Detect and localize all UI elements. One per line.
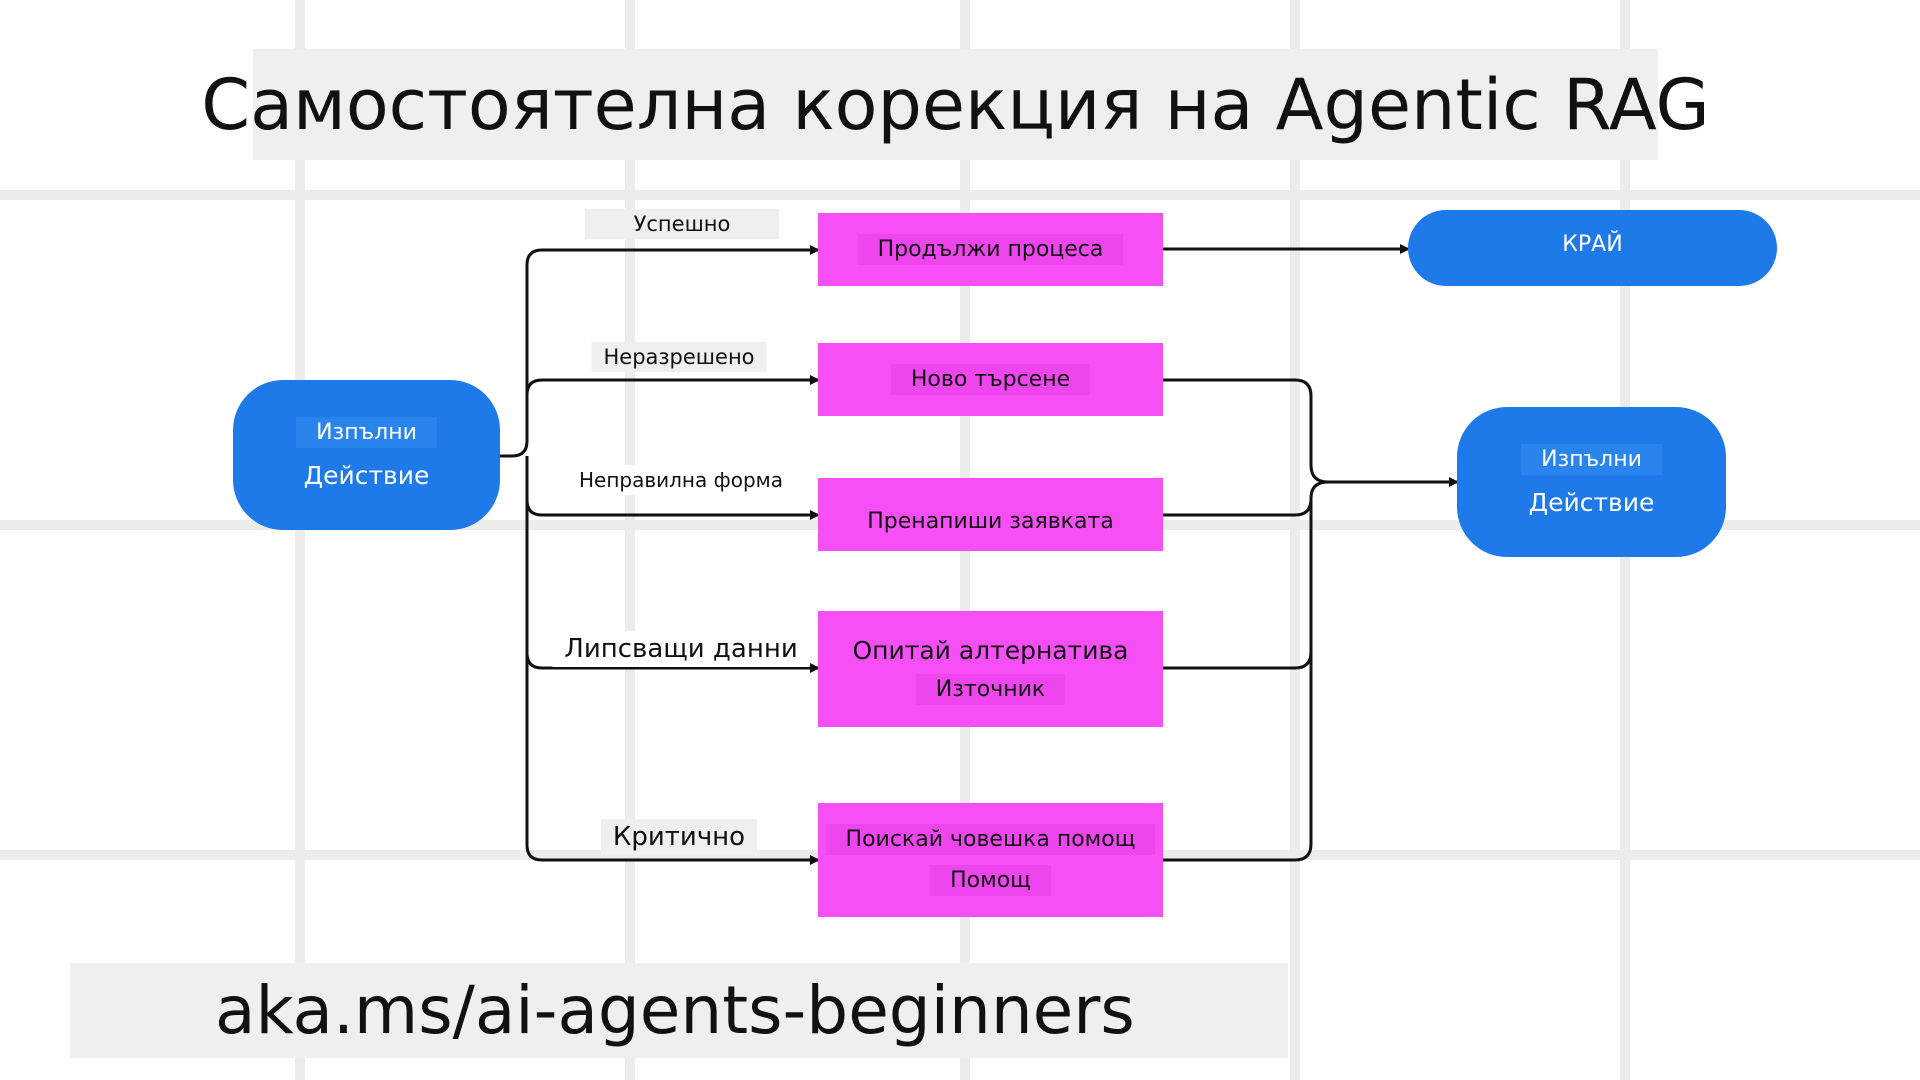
edge-label-success: Успешно	[585, 209, 779, 239]
rewrite-query-node: Пренапиши заявката	[818, 478, 1163, 551]
new-search-node: Ново търсене	[818, 343, 1163, 416]
edge-label-missing-data: Липсващи данни	[552, 631, 810, 667]
retry-node-label-2: Действие	[1528, 488, 1655, 517]
footer-link-text: aka.ms/ai-agents-beginners	[215, 972, 1135, 1049]
retry-node-label-1: Изпълни	[1521, 444, 1662, 475]
merge-human	[1163, 650, 1313, 862]
continue-process-node: Продължи процеса	[818, 213, 1163, 286]
edge-label-critical: Критично	[600, 819, 758, 855]
diagram-title: Самостоятелна корекция на Agentic RAG	[201, 63, 1710, 146]
title-background	[253, 49, 1658, 160]
alternative-label-2: Източник	[915, 674, 1066, 705]
grid-line	[1290, 0, 1300, 1080]
request-human-help-node: Поискай човешка помощ Помощ	[818, 803, 1163, 917]
alternative-label-1: Опитай алтернатива	[852, 636, 1129, 665]
continue-process-label: Продължи процеса	[857, 234, 1124, 265]
merge-alternative	[1163, 499, 1313, 670]
edge-unauthorized	[525, 375, 820, 400]
retry-execute-action-node: Изпълни Действие	[1457, 407, 1726, 557]
start-execute-action-node: Изпълни Действие	[233, 380, 500, 530]
start-connector	[500, 245, 820, 458]
new-search-label: Ново търсене	[890, 364, 1091, 395]
merge-new-search	[1163, 378, 1459, 487]
end-node-label: КРАЙ	[1562, 231, 1623, 257]
grid-line	[0, 190, 1920, 200]
start-node-label-2: Действие	[303, 461, 430, 490]
grid-line	[295, 0, 305, 1080]
human-help-label-2: Помощ	[930, 865, 1051, 896]
try-alternative-source-node: Опитай алтернатива Източник	[818, 611, 1163, 727]
edge-critical	[525, 650, 820, 865]
merge-rewrite	[1163, 480, 1329, 517]
edge-label-malformed: Неправилна форма	[566, 465, 796, 495]
start-node-label-1: Изпълни	[296, 417, 437, 448]
grid-line	[625, 0, 635, 1080]
end-node: КРАЙ	[1408, 210, 1777, 286]
human-help-label-1: Поискай човешка помощ	[825, 824, 1156, 855]
footer-background	[70, 963, 1288, 1058]
rewrite-query-label: Пренапиши заявката	[867, 508, 1114, 534]
edge-label-unauthorized: Неразрешено	[591, 342, 767, 372]
